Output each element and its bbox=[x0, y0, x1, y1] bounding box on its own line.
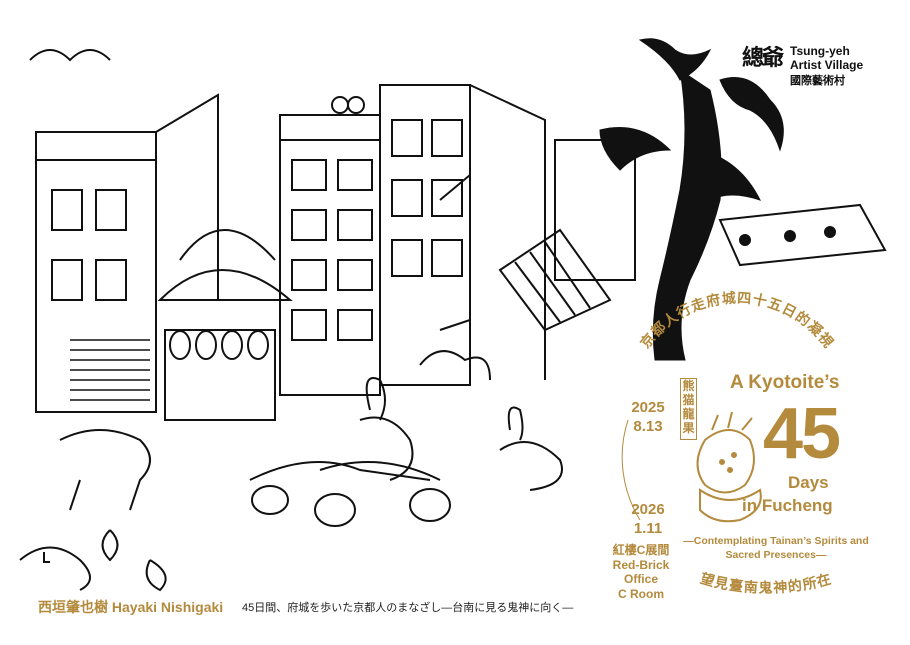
venue-line1: 紅樓C展間 bbox=[612, 543, 670, 557]
venue-line4: C Room bbox=[618, 586, 664, 601]
venue-line2: Red-Brick bbox=[612, 557, 670, 572]
logo-name-line1: Tsung-yeh bbox=[790, 44, 850, 58]
title-en-line1: A Kyotoite’s bbox=[730, 372, 840, 393]
venue-line3: Office bbox=[623, 572, 658, 586]
end-date: 2026 1.11 bbox=[620, 500, 676, 538]
venue: 紅樓C展間 Red-Brick Office C Room bbox=[608, 543, 674, 601]
tree bbox=[599, 38, 784, 361]
title-en-line3: in Fucheng bbox=[742, 496, 833, 515]
end-year: 2026 bbox=[631, 501, 665, 518]
logo-name-line2: Artist Village bbox=[790, 58, 864, 72]
dragon-fruit-illustration bbox=[696, 411, 762, 523]
start-year: 2025 bbox=[631, 399, 665, 416]
title-en-number: 45 bbox=[763, 394, 841, 474]
logo-mark: 總爺 bbox=[742, 45, 784, 71]
subtitle-en-line2: Sacred Presences— bbox=[725, 549, 827, 561]
start-day: 8.13 bbox=[633, 418, 663, 435]
street-sketch bbox=[19, 49, 887, 592]
end-day: 1.11 bbox=[633, 520, 663, 537]
artist-name: 西垣肇也樹 Hayaki Nishigaki bbox=[38, 599, 224, 615]
subtitle-en-line1: —Contemplating Tainan’s Spirits and bbox=[683, 535, 869, 547]
logo-name: Tsung-yeh Artist Village bbox=[790, 44, 863, 72]
caption-ja: 45日間、府城を歩いた京都人のまなざし—台南に見る鬼神に向く— bbox=[242, 602, 574, 614]
title-en-line2: Days bbox=[788, 473, 829, 492]
start-date: 2025 8.13 bbox=[620, 398, 676, 436]
subtitle-zh-arc: 望見臺南鬼神的所在 bbox=[698, 570, 833, 597]
logo-name-zh: 國際藝術村 bbox=[790, 75, 845, 87]
seal-stamp: 熊猫龍果 bbox=[680, 378, 697, 440]
circle-frame bbox=[621, 419, 641, 521]
